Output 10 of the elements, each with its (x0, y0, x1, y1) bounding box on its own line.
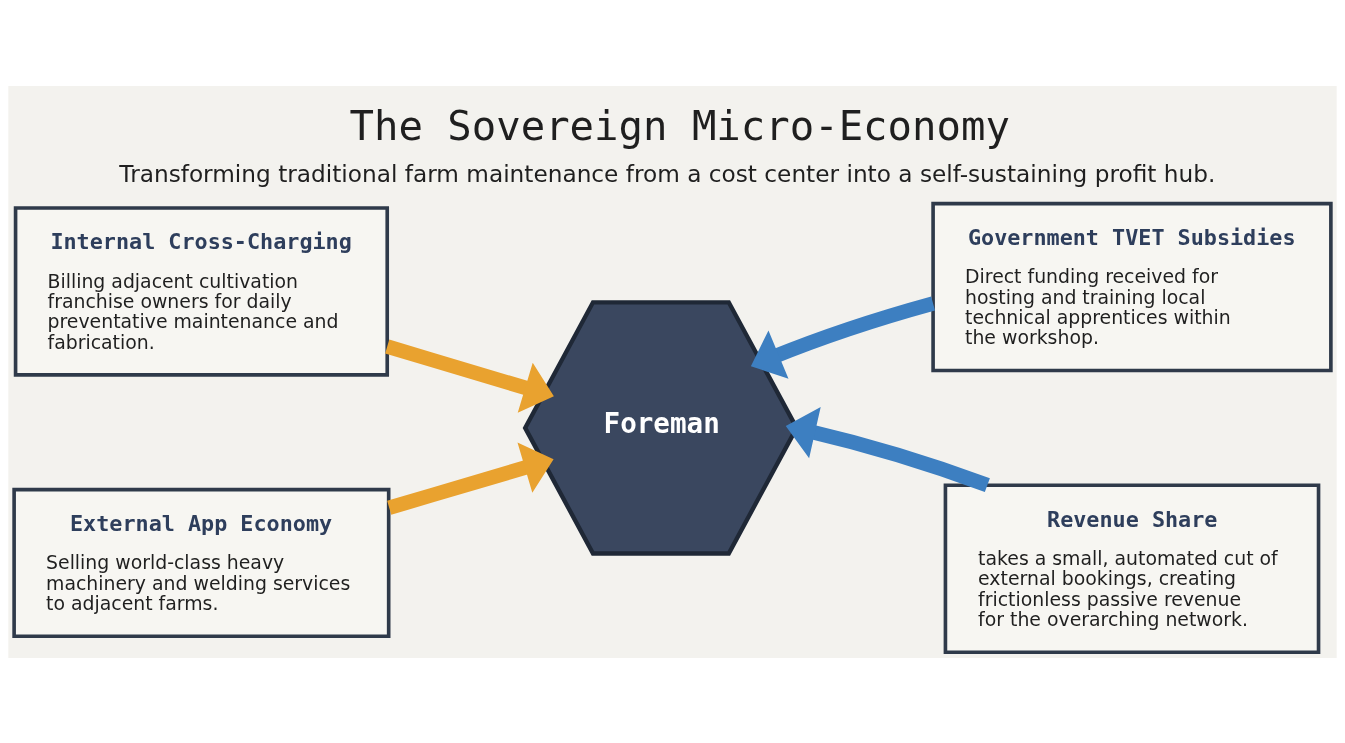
node-box: Internal Cross-Charging Billing adjacent cultivation franchise owners for daily preventative maintenance and fabrication. (13, 205, 390, 377)
node-box: Government TVET Subsidies Direct funding received for hosting and training local technical apprentices within the workshop. (931, 201, 1333, 372)
diagram-title: The Sovereign Micro-Economy (349, 101, 1010, 150)
node-box: External App Economy Selling world-class heavy machinery and welding services to adjacent farms. (12, 487, 391, 638)
arrow (387, 442, 554, 515)
node-box: Revenue Share takes a small, automated cut of external bookings, creating frictionless passive revenue for the overarching network. (943, 482, 1321, 654)
arrow (750, 295, 936, 379)
caption: Transforming traditional farm maintenance from a cost center into a self-sustaining profit hub. (119, 159, 1216, 187)
arrow (385, 339, 554, 413)
arrow (785, 406, 990, 492)
